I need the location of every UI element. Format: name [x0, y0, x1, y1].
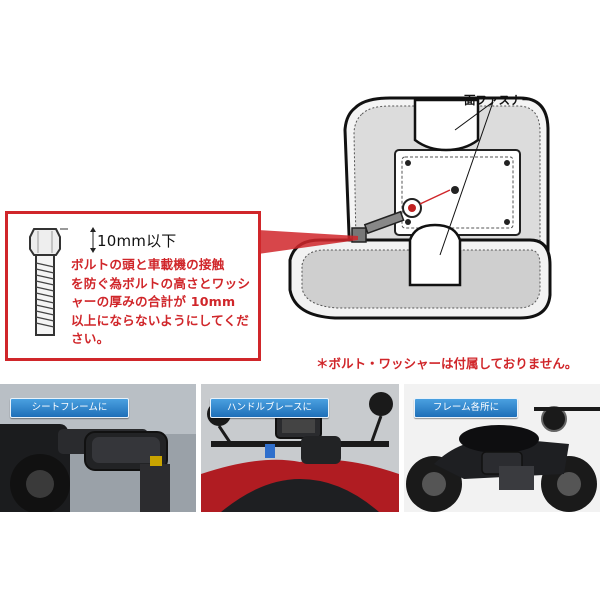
dimension-arrow-icon: [90, 227, 96, 253]
callout-line: 以上にならないようにしてくだ: [71, 312, 250, 328]
case-illustration: [288, 96, 552, 320]
photo-label-handle-brace: ハンドルブレースに: [210, 398, 329, 418]
bolt-dimension-label: 10mm以下: [97, 232, 177, 250]
callout-line: を防ぐ為ボルトの高さとワッシ: [71, 275, 251, 291]
photo-handle-brace: [201, 384, 399, 512]
photo-seat-frame: [0, 384, 196, 512]
photo-label-seat-frame: シートフレームに: [10, 398, 129, 418]
callout-line: ボルトの頭と車載機の接触: [71, 257, 225, 272]
callout-connector: [258, 230, 358, 254]
callout-text: ボルトの頭と車載機の接触 を防ぐ為ボルトの高さとワッシ ャーの厚みの合計が 10…: [71, 256, 257, 349]
photo-label-frame: フレーム各所に: [414, 398, 518, 418]
callout-line: さい。: [71, 331, 110, 346]
product-illustration: 面ファスナー 10mm以下 ボルトの頭と車載機の接触 を防ぐ為ボルトの高さと: [5, 93, 578, 371]
fastener-label: 面ファスナー: [464, 93, 533, 107]
callout-line: ャーの厚みの合計が 10mm: [71, 294, 236, 309]
seat-frame-photo: [0, 384, 196, 512]
bolt-callout-box: 10mm以下 ボルトの頭と車載機の接触 を防ぐ為ボルトの高さとワッシ ャーの厚み…: [5, 211, 261, 361]
note-text: ＊ボルト・ワッシャーは付属しておりません。: [316, 356, 578, 371]
bolt-icon: [29, 228, 68, 336]
handle-brace-photo: [201, 384, 399, 512]
